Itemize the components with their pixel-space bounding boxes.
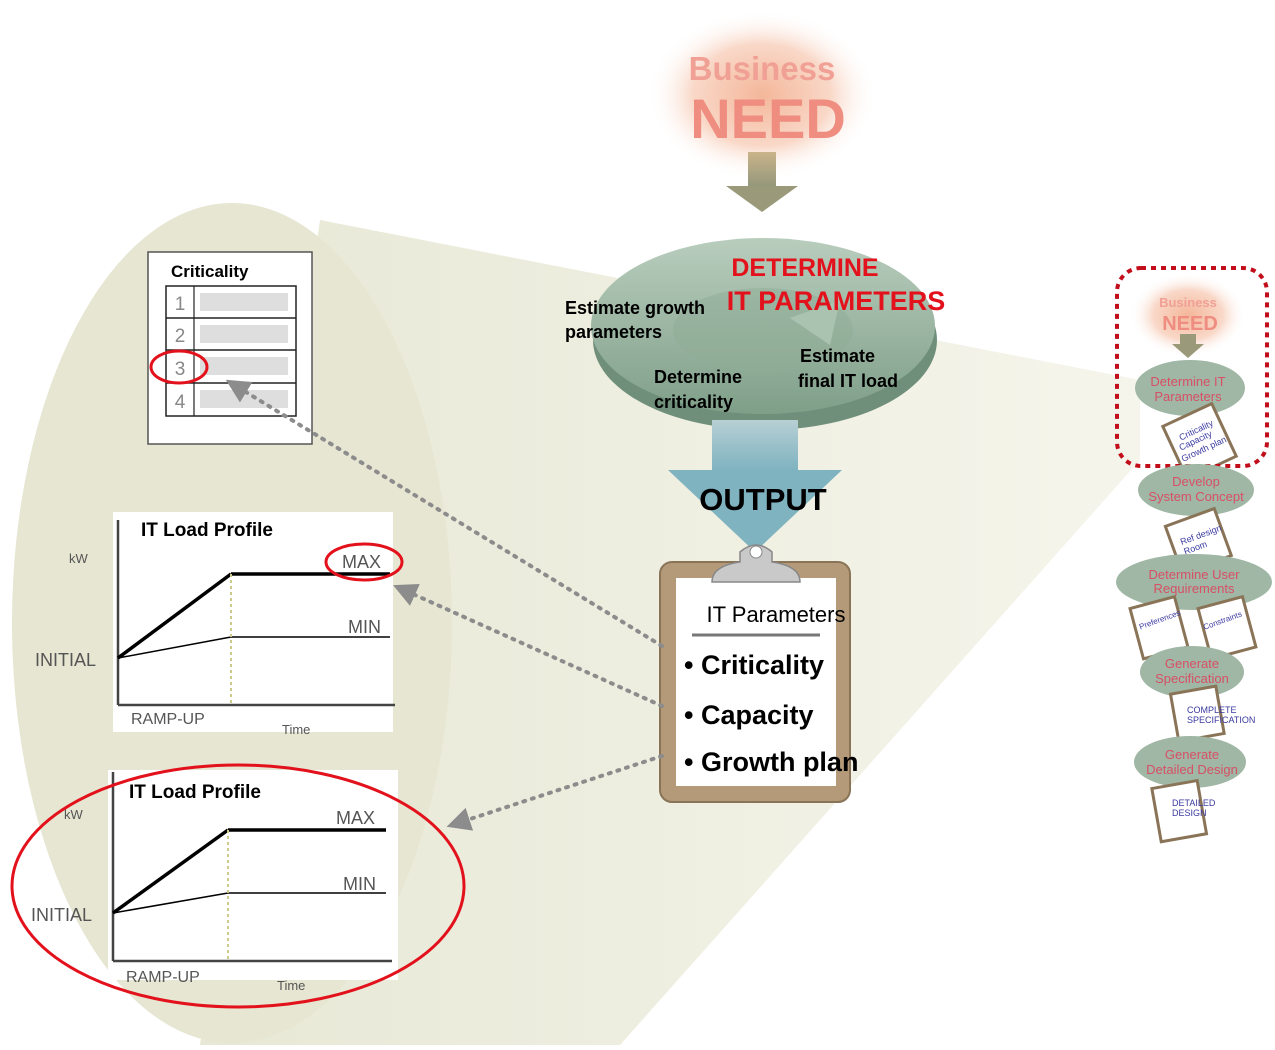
process-step-4-doc-2: SPECIFICATION — [1187, 715, 1255, 725]
criticality-row-4: 4 — [175, 392, 186, 413]
output-arrow-head — [668, 470, 842, 552]
process-step-5-line2: Detailed Design — [1146, 762, 1238, 777]
load-top-initial: INITIAL — [35, 650, 96, 670]
clipboard-heading: IT Parameters — [707, 602, 846, 627]
load-profile-highlight-circle — [10, 763, 466, 1009]
process-step-2-line2: System Concept — [1148, 489, 1244, 504]
criticality-row-2: 2 — [175, 326, 186, 347]
process-step-5-line1: Generate — [1165, 747, 1219, 762]
clipboard-paper — [676, 578, 836, 786]
load-profile-bottom — [108, 770, 398, 980]
process-need-arrow — [1172, 334, 1204, 358]
output-label: OUTPUT — [699, 482, 827, 517]
cycle-title-line1: DETERMINE — [731, 254, 878, 282]
process-step-3-line2: Requirements — [1154, 581, 1235, 596]
load-bottom-time: Time — [277, 978, 305, 993]
load-top-min: MIN — [348, 617, 381, 637]
process-business-glow — [1130, 273, 1246, 357]
load-profile-top — [113, 512, 395, 732]
process-step-3-doc-right — [1196, 594, 1258, 661]
criticality-row-1: 1 — [175, 294, 186, 315]
process-business-line2: NEED — [1162, 313, 1218, 335]
process-step-1-disc — [1135, 360, 1245, 416]
criticality-table — [165, 285, 297, 417]
current-step-highlight — [1115, 266, 1269, 468]
process-step-5-doc-1: DETAILED — [1172, 798, 1216, 808]
process-business-line1: Business — [1159, 295, 1217, 310]
process-step-2-disc — [1138, 464, 1254, 516]
cycle-step-final-1: Estimate — [800, 346, 875, 366]
load-bottom-title: IT Load Profile — [129, 782, 261, 803]
clipboard-item-criticality: • Criticality — [684, 650, 824, 680]
load-top-title: IT Load Profile — [141, 520, 273, 541]
cycle-disc-inner — [673, 288, 853, 372]
cycle-step-growth-1: Estimate growth — [565, 298, 705, 318]
process-step-5-doc — [1150, 778, 1209, 844]
load-top-max: MAX — [342, 552, 381, 572]
process-step-3-disc — [1116, 554, 1272, 610]
process-step-4-line1: Generate — [1165, 656, 1219, 671]
connector-growth-plan — [446, 754, 664, 831]
process-step-5-doc-2: DESIGN — [1172, 808, 1207, 818]
cycle-title-line2: IT PARAMETERS — [727, 286, 946, 316]
cycle-step-final-2: final IT load — [798, 371, 898, 391]
process-step-3-line1: Determine User — [1148, 567, 1240, 582]
load-bottom-min: MIN — [343, 874, 376, 894]
connector-criticality — [225, 379, 664, 648]
cycle-step-crit-1: Determine — [654, 367, 742, 387]
load-bottom-ramp: RAMP-UP — [126, 969, 200, 986]
need-arrow-shaft — [748, 152, 776, 190]
cycle-step-crit-2: criticality — [654, 392, 733, 412]
criticality-highlight-circle — [149, 349, 209, 385]
clipboard-clip — [711, 544, 801, 583]
load-bottom-initial: INITIAL — [31, 905, 92, 925]
load-bottom-y-unit: kW — [64, 807, 84, 822]
need-arrow-head — [726, 186, 798, 212]
criticality-title: Criticality — [171, 262, 249, 281]
business-need-glow — [647, 10, 877, 180]
load-top-ramp: RAMP-UP — [131, 711, 205, 728]
process-step-4-doc-1: COMPLETE — [1187, 705, 1237, 715]
process-step-2-line1: Develop — [1172, 474, 1220, 489]
connector-capacity — [393, 583, 664, 708]
process-step-1-line1: Determine IT — [1150, 374, 1225, 389]
business-need-line2: NEED — [690, 87, 846, 150]
max-highlight-circle — [324, 542, 404, 582]
clipboard-item-growth-plan: • Growth plan — [684, 747, 858, 777]
criticality-card — [147, 251, 313, 445]
clipboard-item-capacity: • Capacity — [684, 700, 814, 730]
load-top-y-unit: kW — [69, 551, 89, 566]
process-step-4-disc — [1140, 646, 1244, 698]
load-top-time: Time — [282, 722, 310, 737]
output-arrow-shaft — [712, 420, 798, 470]
business-need-line1: Business — [689, 50, 836, 87]
clipboard-clip-hole — [749, 545, 763, 559]
process-step-5-disc — [1134, 736, 1246, 788]
cycle-step-growth-2: parameters — [565, 322, 662, 342]
cycle-arrow — [790, 300, 840, 345]
load-bottom-max: MAX — [336, 808, 375, 828]
criticality-row-3: 3 — [175, 359, 186, 380]
process-step-1-line2: Parameters — [1154, 389, 1222, 404]
process-step-4-line2: Specification — [1155, 671, 1229, 686]
